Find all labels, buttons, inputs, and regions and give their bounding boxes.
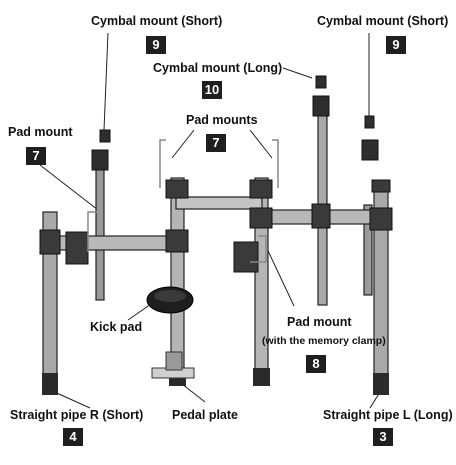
badge-cymbal-mount-long: 10 [202,81,222,99]
foot-cap-center-right [253,368,270,386]
badge-pad-mount-left: 7 [26,147,46,165]
clamp [39,229,61,255]
clamp [249,179,273,199]
badge-straight-pipe-r: 4 [63,428,83,446]
leader-lines [39,32,381,409]
label-kick-pad: Kick pad [90,320,143,334]
label-cymbal-mount-short-right: Cymbal mount (Short) [317,14,449,28]
cymbal-head-long [315,75,327,89]
label-pedal-plate: Pedal plate [172,408,238,422]
pedal-plate [151,351,195,379]
foot-caps [42,368,389,395]
cymbal-tilter-right [361,139,379,161]
pad-mount-arm-memory [250,235,267,263]
badge-cymbal-mount-short-right: 9 [386,36,406,54]
label-pad-mount-right: Pad mount [287,315,352,329]
badge-cymbal-mount-short-left: 9 [146,36,166,54]
label-pad-mount-right-note: (with the memory clamp) [262,335,386,347]
kick-pad-highlight [154,290,186,302]
clamps [39,179,393,273]
label-straight-pipe-r: Straight pipe R (Short) [10,408,144,422]
clamp [311,203,331,229]
label-pad-mount-left: Pad mount [8,125,73,139]
cymbal-short-right-rod [363,204,373,296]
badge-pad-mount-right: 8 [306,355,326,373]
badge-straight-pipe-l: 3 [373,428,393,446]
cymbal-head-left [99,129,111,143]
label-cymbal-mount-short-left: Cymbal mount (Short) [91,14,223,28]
clamp [165,229,189,253]
pedal-plate-post [165,351,183,371]
pad-mount-arms [87,139,279,263]
label-straight-pipe-l: Straight pipe L (Long) [323,408,453,422]
cymbal-tilter-long [312,95,330,117]
label-pad-mounts: Pad mounts [186,113,258,127]
clamp [371,179,391,193]
pad-mount-arm-small [87,211,97,252]
pad-mount-arm-left [159,139,166,188]
clamp [249,207,273,229]
foot-cap-right [373,373,389,395]
badge-pad-mounts: 7 [206,134,226,152]
clamp [369,207,393,231]
memory-clamp [233,241,259,273]
cymbal-tilter-left [91,149,109,171]
label-cymbal-mount-long: Cymbal mount (Long) [153,61,283,75]
pad-mount-arm-right [272,139,279,188]
clamp [65,231,89,265]
cymbal-head-right [364,115,375,129]
cymbal-heads [91,75,379,171]
foot-cap-left [42,373,58,395]
cymbal-short-left-rod [95,164,105,301]
bar-center-top [175,196,263,210]
clamp [165,179,189,199]
